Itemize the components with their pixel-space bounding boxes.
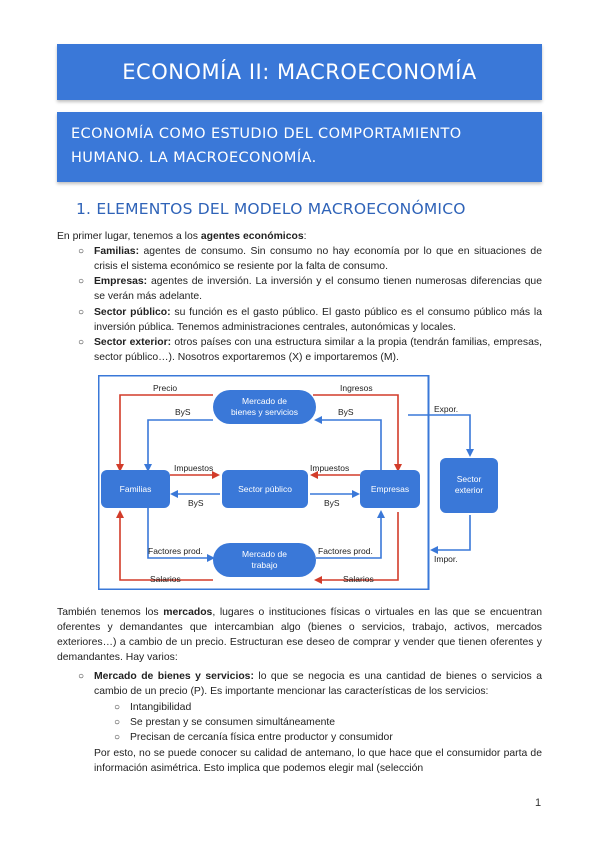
- intro-text: En primer lugar, tenemos a los: [57, 231, 201, 242]
- chapter-subtitle: ECONOMÍA COMO ESTUDIO DEL COMPORTAMIENTO…: [57, 112, 542, 182]
- agent-term: Empresas:: [94, 276, 148, 287]
- agent-text: agentes de consumo. Sin consumo no hay e…: [94, 246, 542, 272]
- bullet-icon: ○: [114, 732, 121, 743]
- bys-mid-left-label: ByS: [188, 498, 204, 508]
- circular-flow-diagram: Mercado de bienes y servicios Familias S…: [98, 375, 498, 590]
- firms-node: [360, 470, 420, 508]
- agent-text: otros países con una estructura similar …: [94, 337, 542, 363]
- price-label: Precio: [153, 383, 177, 393]
- intro-bold: agentes económicos: [200, 231, 304, 242]
- section-heading: 1. ELEMENTOS DEL MODELO MACROECONÓMICO: [76, 200, 466, 218]
- import-label: Impor.: [434, 554, 458, 564]
- price-arrow: [116, 394, 213, 472]
- labor-market-label-2: trabajo: [252, 560, 278, 570]
- markets-text-pre: También tenemos los: [57, 607, 164, 618]
- firms-label: Empresas: [371, 484, 409, 494]
- wages-left-label: Salarios: [150, 574, 181, 584]
- factors-right-label: Factores prod.: [318, 546, 373, 556]
- intro-colon: :: [303, 231, 307, 242]
- bullet-icon: ○: [114, 702, 121, 713]
- bullet-icon: ○: [78, 307, 85, 318]
- wages-right-label: Salarios: [343, 574, 374, 584]
- import-arrow: [430, 515, 471, 554]
- export-label: Expor.: [434, 404, 458, 414]
- bullet-icon: ○: [78, 337, 85, 348]
- bullet-icon: ○: [78, 276, 85, 287]
- goods-term: Mercado de bienes y servicios:: [94, 671, 254, 682]
- labor-market-label-1: Mercado de: [242, 549, 287, 559]
- export-arrow: [408, 414, 474, 457]
- markets-bold: mercados: [163, 607, 213, 618]
- service-feature-text: Se prestan y se consumen simultáneamente: [130, 717, 336, 728]
- service-feature-text: Intangibilidad: [130, 702, 192, 713]
- labor-market-node: [213, 543, 316, 577]
- foreign-sector-label-1: Sector: [457, 474, 482, 484]
- agent-term: Sector exterior:: [94, 337, 172, 348]
- markets-paragraph: También tenemos los mercados, lugares o …: [57, 605, 542, 665]
- bullet-icon: ○: [114, 717, 121, 728]
- wages-from-firms-arrow: [314, 512, 399, 584]
- goods-from-firms-arrow: [314, 416, 382, 470]
- document-title: ECONOMÍA II: MACROECONOMÍA: [57, 44, 542, 100]
- agent-item-families: ○ Familias: agentes de consumo. Sin consu…: [78, 244, 542, 274]
- income-arrow: [313, 394, 402, 472]
- services-consequence-paragraph: Por esto, no se puede conocer su calidad…: [94, 748, 542, 774]
- bys-top-right-label: ByS: [338, 407, 354, 417]
- bullet-icon: ○: [78, 671, 85, 682]
- goods-market-item: ○ Mercado de bienes y servicios: lo que s…: [78, 669, 542, 699]
- page-number: 1: [535, 797, 542, 809]
- foreign-sector-node: [440, 458, 498, 513]
- goods-to-families-arrow: [144, 419, 213, 472]
- intro-paragraph: En primer lugar, tenemos a los agentes e…: [57, 229, 307, 244]
- agent-text: su función es el gasto público. El gasto…: [94, 307, 542, 333]
- income-label: Ingresos: [340, 383, 373, 393]
- factors-from-families-arrow: [147, 508, 215, 562]
- agent-item-public-sector: ○ Sector público: su función es el gasto …: [78, 305, 542, 335]
- public-sector-node: [222, 470, 308, 508]
- goods-text: lo que se negocia es una cantidad de bie…: [94, 671, 542, 697]
- factors-to-firms-arrow: [316, 510, 385, 559]
- agent-text: agentes de inversión. La inversión y el …: [94, 276, 542, 302]
- service-feature-item: ○ Se prestan y se consumen simultáneament…: [114, 715, 530, 730]
- service-feature-text: Precisan de cercanía física entre produc…: [130, 732, 393, 743]
- public-sector-label: Sector público: [238, 484, 292, 494]
- bys-mid-right-label: ByS: [324, 498, 340, 508]
- goods-market-label-2: bienes y servicios: [231, 407, 298, 417]
- taxes-right-label: Impuestos: [310, 463, 349, 473]
- foreign-sector-label-2: exterior: [455, 485, 484, 495]
- goods-market-label-1: Mercado de: [242, 396, 287, 406]
- markets-text-post: , lugares o instituciones físicas o virt…: [57, 607, 542, 663]
- bullet-icon: ○: [78, 246, 85, 257]
- goods-market-node: [213, 390, 316, 424]
- agent-term: Sector público:: [94, 307, 171, 318]
- service-feature-item: ○ Intangibilidad: [114, 700, 530, 715]
- agent-item-firms: ○ Empresas: agentes de inversión. La inve…: [78, 274, 542, 304]
- families-label: Familias: [120, 484, 152, 494]
- families-node: [101, 470, 170, 508]
- factors-left-label: Factores prod.: [148, 546, 203, 556]
- bys-top-left-label: ByS: [175, 407, 191, 417]
- wages-to-families-arrow: [116, 510, 213, 581]
- agent-term: Familias:: [94, 246, 140, 257]
- diagram-frame: [98, 375, 430, 590]
- taxes-left-label: Impuestos: [174, 463, 213, 473]
- service-feature-item: ○ Precisan de cercanía física entre produ…: [114, 730, 530, 745]
- agent-item-foreign-sector: ○ Sector exterior: otros países con una e…: [78, 335, 542, 365]
